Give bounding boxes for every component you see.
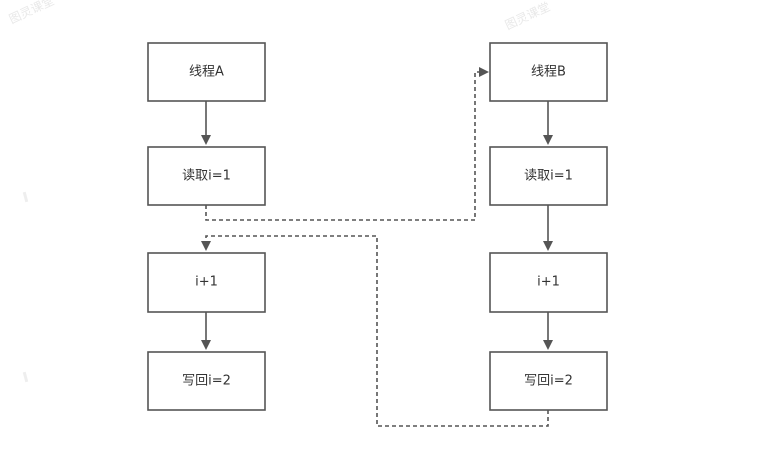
thread-a-increment-label: i+1 <box>195 275 218 290</box>
thread-b-increment-label: i+1 <box>537 275 560 290</box>
thread-a-increment-node: i+1 <box>147 252 266 313</box>
thread-a-read-label: 读取i=1 <box>182 169 231 184</box>
thread-a-title-label: 线程A <box>189 65 224 80</box>
thread-b-read-node: 读取i=1 <box>489 146 608 206</box>
thread-b-title-node: 线程B <box>489 42 608 102</box>
thread-a-read-node: 读取i=1 <box>147 146 266 206</box>
thread-b-write-label: 写回i=2 <box>524 374 573 389</box>
thread-b-read-label: 读取i=1 <box>524 169 573 184</box>
thread-b-title-label: 线程B <box>531 65 566 80</box>
thread-a-write-label: 写回i=2 <box>182 374 231 389</box>
thread-a-title-node: 线程A <box>147 42 266 102</box>
dashed-arrow-a-read-to-b-title <box>205 67 489 221</box>
thread-b-increment-node: i+1 <box>489 252 608 313</box>
thread-b-write-node: 写回i=2 <box>489 351 608 411</box>
dashed-arrow-b-write-to-a-increment <box>201 235 549 427</box>
thread-a-write-node: 写回i=2 <box>147 351 266 411</box>
